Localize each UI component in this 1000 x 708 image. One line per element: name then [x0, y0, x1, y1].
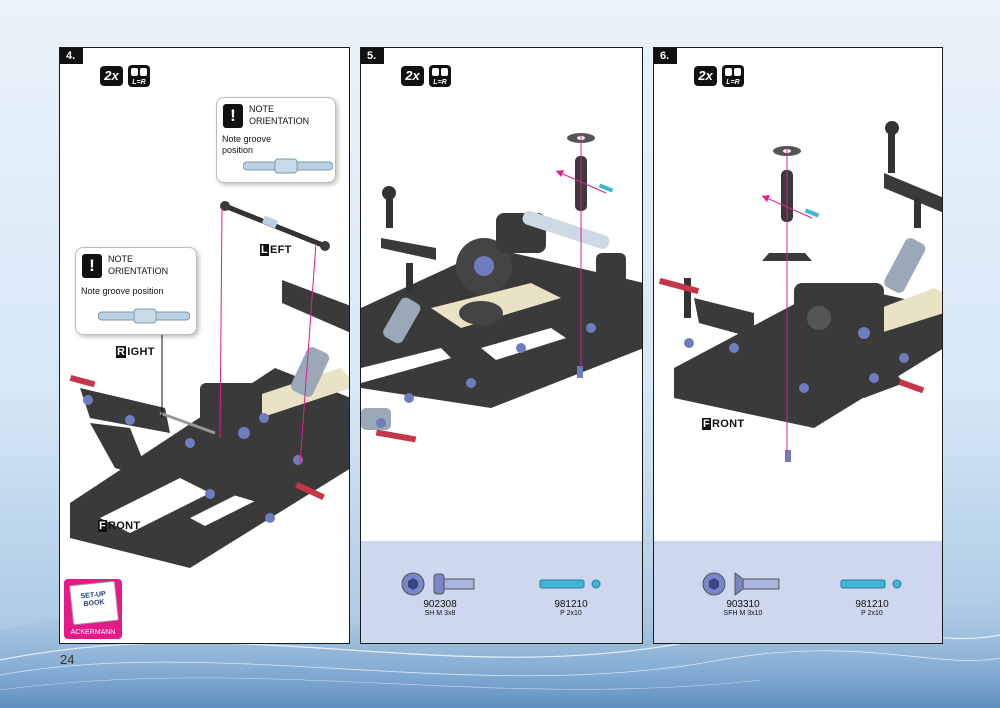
warning-icon: ! [82, 254, 102, 278]
orientation-note-upper: ! NOTE ORIENTATION Note groove position [216, 97, 336, 183]
pin-icon [539, 579, 601, 589]
step-number: 5. [361, 48, 385, 64]
chassis-assembly-illustration [658, 121, 942, 462]
flat-head-screw-icon [702, 572, 780, 596]
step-number: 4. [60, 48, 84, 64]
part-pin: 981210 P 2x10 [832, 571, 912, 617]
parts-bar: 902308 SH M 3x8 981210 P 2x10 [361, 541, 642, 643]
step-5-panel: 5. 2x L=R [360, 47, 643, 644]
quantity-icon: 2x [401, 66, 424, 86]
warning-icon: ! [223, 104, 243, 128]
part-flat-head-screw: 903310 SFH M 3x10 [698, 571, 788, 617]
socket-head-screw-icon [401, 572, 475, 596]
setup-book-badge: SET-UP BOOK ACKERMANN [64, 579, 122, 639]
chassis-assembly-illustration [69, 133, 349, 568]
orientation-note-lower: ! NOTE ORIENTATION Note groove position [75, 247, 197, 335]
left-right-symmetry-icon: L=R [128, 65, 150, 87]
setup-book-icon: SET-UP BOOK [69, 580, 119, 626]
part-socket-head-screw: 902308 SH M 3x8 [395, 571, 485, 617]
quantity-icon: 2x [694, 66, 717, 86]
left-right-symmetry-icon: L=R [722, 65, 744, 87]
step-4-panel: 4. 2x L=R [59, 47, 350, 644]
pin-icon [840, 579, 902, 589]
page-number: 24 [60, 652, 75, 667]
parts-bar: 903310 SFH M 3x10 981210 P 2x10 [654, 541, 942, 643]
left-right-symmetry-icon: L=R [429, 65, 451, 87]
turnbuckle-groove-detail [243, 158, 333, 174]
step-6-panel: 6. 2x L=R [653, 47, 943, 644]
quantity-icon: 2x [100, 66, 123, 86]
part-pin: 981210 P 2x10 [531, 571, 611, 617]
step-number: 6. [654, 48, 678, 64]
turnbuckle-groove-detail [98, 308, 190, 324]
chassis-assembly-illustration [361, 133, 642, 443]
